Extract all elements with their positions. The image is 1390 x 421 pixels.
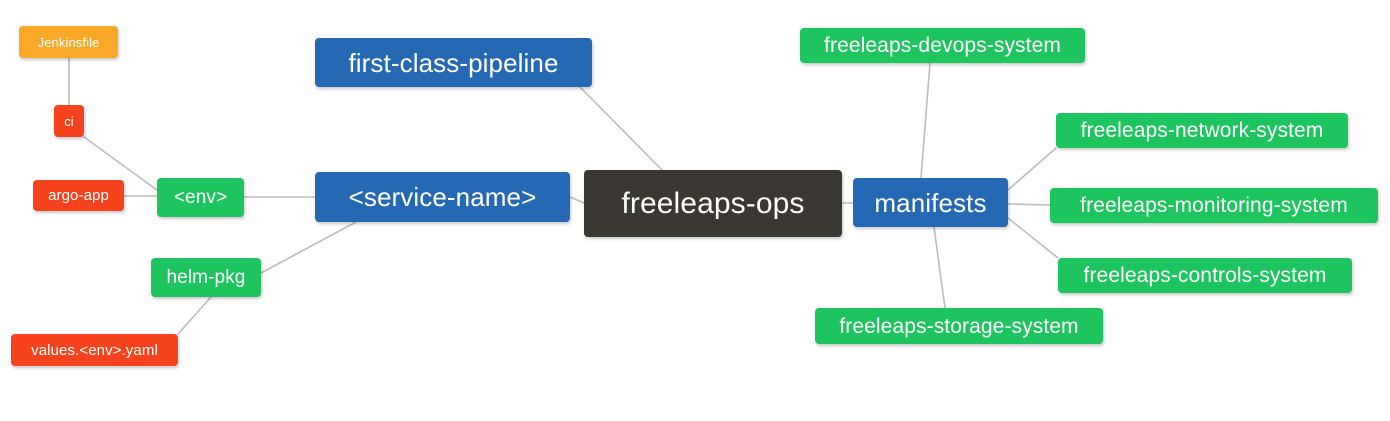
node-label-storage: freeleaps-storage-system	[839, 314, 1079, 338]
node-label-helm: helm-pkg	[166, 267, 246, 288]
edge-root-to-pipeline	[579, 86, 663, 171]
node-helm[interactable]: helm-pkg	[151, 258, 261, 297]
node-jenkinsfile[interactable]: Jenkinsfile	[19, 26, 118, 58]
node-label-manifests: manifests	[874, 187, 987, 218]
edge-manifests-to-storage	[933, 226, 946, 309]
node-label-devops: freeleaps-devops-system	[824, 34, 1061, 57]
node-values[interactable]: values.<env>.yaml	[11, 334, 178, 366]
node-label-service: <service-name>	[348, 182, 537, 212]
node-label-root: freeleaps-ops	[621, 186, 805, 220]
node-network[interactable]: freeleaps-network-system	[1056, 113, 1348, 148]
edge-manifests-to-network	[1007, 147, 1057, 191]
edge-manifests-to-controls	[1007, 217, 1059, 259]
node-ci[interactable]: ci	[54, 105, 84, 137]
node-manifests[interactable]: manifests	[853, 178, 1008, 227]
node-monitoring[interactable]: freeleaps-monitoring-system	[1050, 188, 1378, 223]
node-devops[interactable]: freeleaps-devops-system	[800, 28, 1085, 63]
node-label-network: freeleaps-network-system	[1080, 119, 1324, 142]
edge-manifests-to-monitoring	[1007, 203, 1051, 206]
node-label-ci: ci	[64, 113, 74, 129]
edge-root-to-service	[569, 196, 585, 204]
node-env[interactable]: <env>	[157, 178, 244, 217]
node-service[interactable]: <service-name>	[315, 172, 570, 222]
edge-service-to-helm	[260, 221, 357, 274]
node-label-env: <env>	[173, 187, 228, 208]
node-label-argoapp: argo-app	[48, 187, 109, 204]
node-label-monitoring: freeleaps-monitoring-system	[1080, 194, 1348, 217]
node-argoapp[interactable]: argo-app	[33, 180, 124, 211]
edge-helm-to-values	[177, 296, 212, 335]
edge-manifests-to-devops	[920, 62, 931, 179]
node-storage[interactable]: freeleaps-storage-system	[815, 308, 1103, 344]
node-label-controls: freeleaps-controls-system	[1083, 264, 1327, 287]
node-pipeline[interactable]: first-class-pipeline	[315, 38, 592, 87]
node-root[interactable]: freeleaps-ops	[584, 170, 842, 237]
node-controls[interactable]: freeleaps-controls-system	[1058, 258, 1352, 293]
node-label-pipeline: first-class-pipeline	[348, 47, 559, 78]
node-label-jenkinsfile: Jenkinsfile	[37, 34, 100, 50]
node-label-values: values.<env>.yaml	[31, 341, 158, 359]
